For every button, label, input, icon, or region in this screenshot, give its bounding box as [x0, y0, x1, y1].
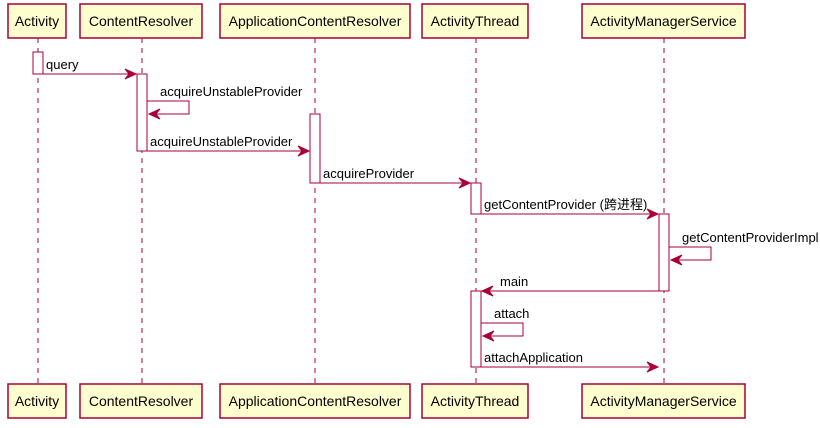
- participant-label: ActivityThread: [431, 393, 520, 409]
- activation-bar-activity-manager-service: [658, 213, 670, 292]
- message-1: acquireUnstableProvider: [147, 84, 303, 120]
- message-label: getContentProvider (跨进程): [484, 197, 647, 212]
- participant-application-content-resolver-top: ApplicationContentResolver: [219, 3, 411, 39]
- participant-activity-thread-bottom: ActivityThread: [421, 383, 529, 419]
- message-8: attachApplication: [481, 350, 660, 373]
- participant-label: ContentResolver: [89, 393, 194, 409]
- participant-activity-manager-service-top: ActivityManagerService: [581, 3, 746, 39]
- message-label: getContentProviderImpl: [682, 230, 819, 245]
- arrowhead: [147, 108, 161, 120]
- participant-activity-top: Activity: [7, 3, 67, 39]
- message-0: query: [43, 57, 138, 80]
- message-label: attachApplication: [484, 350, 583, 365]
- participant-box: [219, 3, 411, 39]
- arrowhead: [458, 177, 472, 189]
- participant-activity-thread-top: ActivityThread: [421, 3, 529, 39]
- self-message-line: [481, 322, 524, 337]
- activation-bar-activity-thread: [470, 290, 482, 368]
- message-label: acquireUnstableProvider: [160, 84, 303, 99]
- participant-box: [79, 383, 203, 419]
- arrowhead: [480, 285, 494, 297]
- participants: ActivityActivityContentResolverContentRe…: [7, 3, 746, 419]
- arrowhead: [481, 330, 495, 342]
- participant-label: Activity: [15, 393, 59, 409]
- self-message-line: [147, 100, 190, 115]
- participant-label: ApplicationContentResolver: [229, 13, 402, 29]
- self-message-line: [669, 246, 712, 261]
- participant-box: [7, 383, 67, 419]
- participant-box: [421, 3, 529, 39]
- activation-bar-application-content-resolver: [309, 113, 321, 184]
- participant-box: [219, 383, 411, 419]
- participant-application-content-resolver-bottom: ApplicationContentResolver: [219, 383, 411, 419]
- activation-bar-activity: [32, 51, 44, 75]
- participant-box: [581, 3, 746, 39]
- message-3: acquireProvider: [320, 166, 472, 189]
- message-6: main: [480, 274, 659, 297]
- participant-content-resolver-top: ContentResolver: [79, 3, 203, 39]
- participant-label: ActivityManagerService: [590, 13, 736, 29]
- message-label: main: [500, 274, 528, 289]
- arrowhead: [297, 145, 311, 157]
- activation-bars: [32, 51, 670, 368]
- participant-box: [7, 3, 67, 39]
- message-label: query: [46, 57, 79, 72]
- participant-label: ActivityManagerService: [590, 393, 736, 409]
- participant-label: ActivityThread: [431, 13, 520, 29]
- participant-activity-bottom: Activity: [7, 383, 67, 419]
- activation-bar-activity-thread: [470, 182, 482, 215]
- message-label: attach: [494, 306, 529, 321]
- participant-content-resolver-bottom: ContentResolver: [79, 383, 203, 419]
- message-2: acquireUnstableProvider: [147, 134, 311, 157]
- messages: query acquireUnstableProvider acquireUnsta…: [43, 57, 819, 373]
- message-5: getContentProviderImpl: [669, 230, 819, 266]
- participant-label: ContentResolver: [89, 13, 194, 29]
- participant-box: [581, 383, 746, 419]
- arrowhead: [669, 254, 683, 266]
- message-label: acquireUnstableProvider: [150, 134, 293, 149]
- activation-bar-content-resolver: [136, 73, 148, 152]
- arrowhead: [646, 208, 660, 220]
- arrowhead: [124, 68, 138, 80]
- participant-label: Activity: [15, 13, 59, 29]
- message-4: getContentProvider (跨进程): [481, 197, 660, 220]
- participant-box: [79, 3, 203, 39]
- message-label: acquireProvider: [323, 166, 415, 181]
- message-7: attach: [481, 306, 529, 342]
- arrowhead: [646, 361, 660, 373]
- participant-label: ApplicationContentResolver: [229, 393, 402, 409]
- participant-box: [421, 383, 529, 419]
- participant-activity-manager-service-bottom: ActivityManagerService: [581, 383, 746, 419]
